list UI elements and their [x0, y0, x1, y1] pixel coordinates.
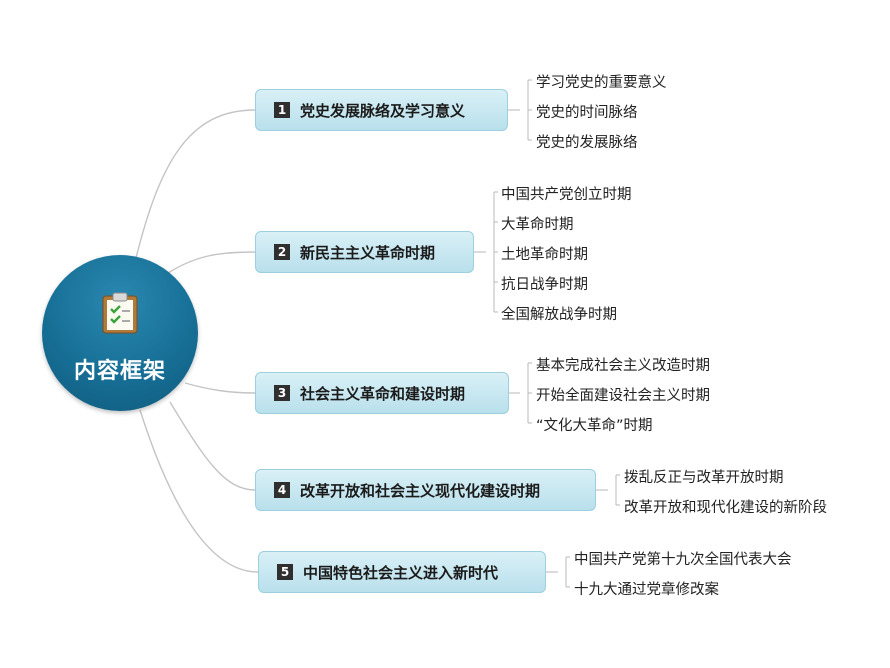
bracket-b5 — [546, 556, 570, 588]
branch-label: 党史发展脉络及学习意义 — [300, 101, 466, 120]
branch-1[interactable]: 1 党史发展脉络及学习意义 — [255, 89, 508, 131]
branch-3[interactable]: 3 社会主义革命和建设时期 — [255, 372, 509, 414]
subtopic[interactable]: “文化大革命”时期 — [536, 418, 653, 434]
link-center-b4 — [169, 401, 256, 491]
branch-label: 新民主主义革命时期 — [300, 243, 436, 262]
branch-number: 2 — [274, 244, 290, 260]
subtopic[interactable]: 十九大通过党章修改案 — [574, 582, 719, 598]
branch-number: 5 — [277, 564, 293, 580]
subtopic[interactable]: 党史的发展脉络 — [536, 135, 638, 151]
clipboard-checklist-icon — [102, 292, 138, 334]
branch-number: 1 — [274, 102, 290, 118]
branch-label: 中国特色社会主义进入新时代 — [303, 563, 499, 582]
subtopic[interactable]: 拨乱反正与改革开放时期 — [624, 470, 784, 486]
branch-4[interactable]: 4 改革开放和社会主义现代化建设时期 — [255, 469, 596, 511]
subtopic[interactable]: 党史的时间脉络 — [536, 105, 638, 121]
subtopic[interactable]: 中国共产党第十九次全国代表大会 — [574, 552, 792, 568]
subtopic[interactable]: 抗日战争时期 — [501, 277, 588, 293]
branch-number: 3 — [274, 385, 290, 401]
branch-5[interactable]: 5 中国特色社会主义进入新时代 — [258, 551, 546, 593]
subtopic[interactable]: 开始全面建设社会主义时期 — [536, 388, 710, 404]
branch-label: 改革开放和社会主义现代化建设时期 — [300, 481, 541, 500]
central-title: 内容框架 — [73, 359, 166, 384]
branch-label: 社会主义革命和建设时期 — [300, 384, 466, 403]
subtopic[interactable]: 学习党史的重要意义 — [536, 75, 667, 91]
bracket-b4 — [596, 474, 620, 506]
link-center-b5 — [139, 409, 259, 573]
link-center-b2 — [164, 251, 256, 276]
bracket-b3 — [509, 362, 532, 424]
bracket-b2 — [474, 191, 498, 313]
subtopic[interactable]: 大革命时期 — [501, 217, 574, 233]
branch-2[interactable]: 2 新民主主义革命时期 — [255, 231, 474, 273]
subtopic[interactable]: 基本完成社会主义改造时期 — [536, 358, 710, 374]
subtopic[interactable]: 中国共产党创立时期 — [501, 187, 632, 203]
branch-number: 4 — [274, 482, 290, 498]
link-center-b1 — [134, 109, 256, 263]
subtopic[interactable]: 改革开放和现代化建设的新阶段 — [624, 500, 827, 516]
link-center-b3 — [184, 382, 256, 394]
bracket-b1 — [508, 79, 532, 141]
central-topic: 内容框架 — [42, 255, 198, 411]
subtopic[interactable]: 全国解放战争时期 — [501, 307, 617, 323]
subtopic[interactable]: 土地革命时期 — [501, 247, 588, 263]
